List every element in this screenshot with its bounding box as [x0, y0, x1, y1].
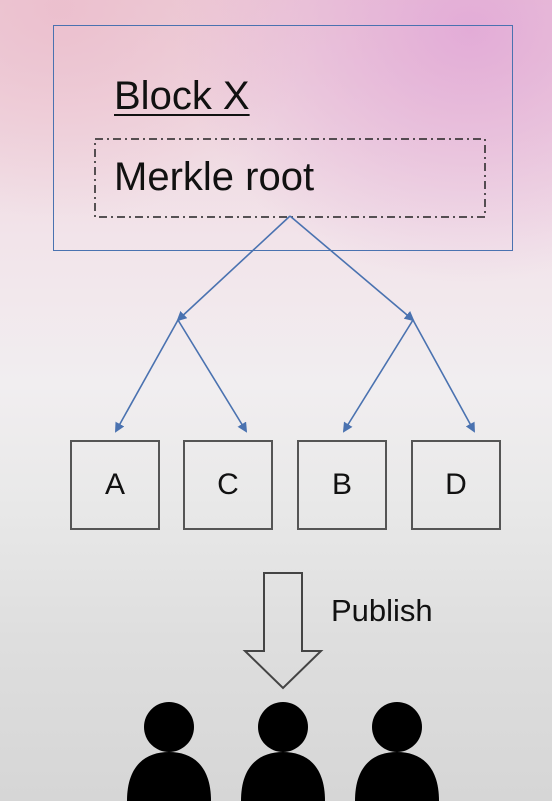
leaf-box-a: A	[70, 440, 160, 530]
merkle-root-label: Merkle root	[114, 155, 315, 199]
arrow-left-node-to-c	[177, 319, 248, 433]
person-icon	[241, 702, 325, 801]
arrow-right-node-to-d	[412, 319, 475, 433]
person-icon	[355, 702, 439, 801]
person-icon	[127, 702, 211, 801]
arrow-root-to-right-node	[289, 215, 415, 322]
arrow-left-node-to-a	[115, 319, 179, 433]
publish-label: Publish	[331, 593, 433, 628]
arrow-right-node-to-b	[342, 319, 414, 433]
block-box	[53, 25, 513, 251]
arrow-root-to-left-node	[176, 215, 291, 322]
leaf-box-d: D	[411, 440, 501, 530]
leaf-box-c: C	[183, 440, 273, 530]
block-title: Block X	[114, 74, 250, 118]
publish-arrow-icon	[242, 572, 324, 690]
leaf-box-b: B	[297, 440, 387, 530]
